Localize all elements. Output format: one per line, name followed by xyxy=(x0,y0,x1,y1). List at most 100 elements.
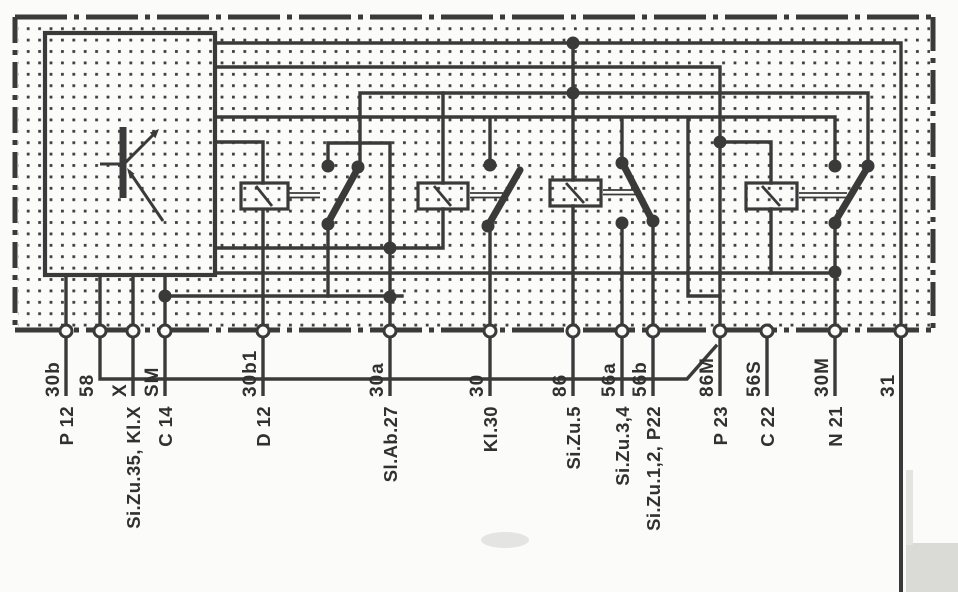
connection-label-SM: C 14 xyxy=(155,406,176,447)
connection-label-56b: Si.Zu.1,2, P22 xyxy=(643,406,664,531)
junction-dot xyxy=(566,36,580,50)
junction-dots xyxy=(158,36,875,304)
wire-box-terminal-stubs xyxy=(64,273,167,327)
relay-unit-3 xyxy=(548,162,655,222)
terminal-circle-30 xyxy=(482,323,498,339)
junction-dot xyxy=(713,135,727,149)
connection-label-86M: P 23 xyxy=(710,406,731,445)
terminal-label-30: 30 xyxy=(467,374,488,397)
junction-dot xyxy=(615,156,629,170)
junction-dot xyxy=(321,159,335,173)
terminal-label-31: 31 xyxy=(878,374,899,397)
terminal-label-56S: 56S xyxy=(744,360,765,397)
junction-dot xyxy=(158,289,172,303)
terminal-circle-X xyxy=(125,323,141,339)
terminal-label-SM: SM xyxy=(142,367,163,398)
terminal-label-56a: 56a xyxy=(599,362,620,397)
relay-coil-4-diagonal xyxy=(760,185,782,207)
scan-shadow-strip xyxy=(906,470,913,545)
relay-unit-2 xyxy=(416,166,524,228)
junction-dot xyxy=(861,159,875,173)
connection-label-30b1: D 12 xyxy=(253,406,274,447)
relay-coil-1 xyxy=(239,181,290,211)
terminal-30b: 30b P 12 xyxy=(43,323,77,445)
junction-dot xyxy=(615,216,629,230)
terminal-circle-31 xyxy=(893,323,909,339)
connection-label-56a: Si.Zu.3,4 xyxy=(612,406,633,486)
junction-dot xyxy=(383,241,397,255)
terminal-circle-30M xyxy=(827,323,843,339)
wire-coil4 xyxy=(718,140,773,275)
actuator-link-2 xyxy=(470,192,503,199)
terminal-label-X: X xyxy=(110,383,131,397)
switch-contact-arm-2 xyxy=(485,166,524,228)
terminal-label-86: 86 xyxy=(550,374,571,397)
relay-coil-3 xyxy=(548,178,603,208)
actuator-link-3 xyxy=(603,189,636,196)
connection-label-30a: Sl.Ab.27 xyxy=(380,406,401,482)
relay-coil-4 xyxy=(744,181,799,211)
wire-bus-coil2 xyxy=(213,207,445,250)
terminal-label-86M: 86M xyxy=(697,357,718,397)
terminal-31: 31 xyxy=(878,323,909,592)
terminal-circle-86 xyxy=(565,323,581,339)
connection-label-56S: C 22 xyxy=(757,406,778,447)
junction-dot xyxy=(828,159,842,173)
wire-coil1-30b1 xyxy=(213,140,265,327)
terminal-label-56b: 56b xyxy=(630,361,651,397)
connection-label-X: Si.Zu.35, Kl.X xyxy=(123,406,144,529)
junction-dot xyxy=(566,86,580,100)
ignition-switch-icon xyxy=(100,127,165,222)
terminal-circle-86M xyxy=(712,323,728,339)
connection-label-30b: P 12 xyxy=(56,406,77,445)
junction-dot xyxy=(483,158,497,172)
scan-shadow xyxy=(906,543,958,592)
switch-contact-arm-4 xyxy=(832,166,870,224)
terminal-label-30M: 30M xyxy=(812,357,833,397)
relay-coil-3-diagonal xyxy=(564,182,586,204)
wire-bus-fixed-contacts xyxy=(213,115,837,298)
junction-dot xyxy=(383,290,397,304)
terminal-label-30b1: 30b1 xyxy=(240,350,261,397)
terminal-label-30a: 30a xyxy=(367,362,388,397)
junction-dot xyxy=(828,265,842,279)
terminal-58: 58 xyxy=(77,323,108,397)
connection-label-30M: N 21 xyxy=(825,406,846,447)
wire-bus-31 xyxy=(213,41,903,327)
wire-bus-86M xyxy=(213,65,722,327)
terminal-56S: 56S C 22 xyxy=(744,323,778,447)
relay-coil-2 xyxy=(416,181,470,211)
terminal-circle-58 xyxy=(92,323,108,339)
terminal-30M: 30M N 21 xyxy=(812,323,846,447)
junction-dot xyxy=(481,219,495,233)
connection-label-86: Si.Zu.5 xyxy=(563,406,584,469)
terminal-circle-30b xyxy=(58,323,74,339)
terminal-30b1: 30b1 D 12 xyxy=(240,323,274,447)
relay-coil-2-diagonal xyxy=(432,185,453,207)
junction-dot xyxy=(321,217,335,231)
terminal-circle-SM xyxy=(157,323,173,339)
terminal-circle-56a xyxy=(614,323,630,339)
terminal-circle-56b xyxy=(645,323,661,339)
wiring xyxy=(64,41,903,381)
relay-unit-1 xyxy=(239,166,361,225)
connection-label-30: Kl.30 xyxy=(480,406,501,452)
wire-bus-contacts xyxy=(358,41,870,182)
terminal-label-58: 58 xyxy=(77,374,98,397)
relay-unit-4 xyxy=(744,166,870,224)
switch-contact-arm-1 xyxy=(325,166,361,225)
scan-smudge xyxy=(481,532,529,548)
junction-dot xyxy=(828,216,842,230)
switch-contact-arm-3 xyxy=(620,162,655,222)
terminal-label-30b: 30b xyxy=(43,361,64,397)
junction-dot xyxy=(351,160,365,174)
terminal-SM: SM C 14 xyxy=(142,323,176,447)
